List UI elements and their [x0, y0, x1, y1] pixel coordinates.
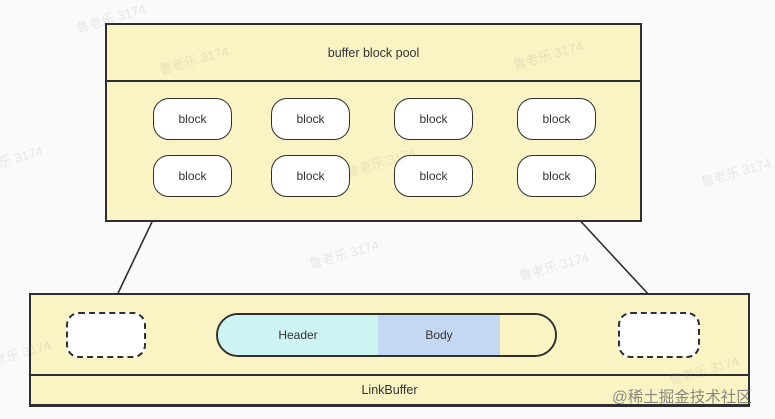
site-watermark: 鲁老乐 3174 [517, 249, 591, 284]
site-watermark: 鲁老乐 3174 [699, 155, 773, 190]
pill-body-segment: Body [378, 315, 500, 355]
pill-header-segment: Header [218, 315, 378, 355]
dashed-node-left [66, 312, 146, 358]
block-node: block [394, 155, 473, 197]
buffer-pill: Header Body [216, 313, 557, 357]
block-node: block [271, 98, 350, 140]
buffer-block-pool-box: buffer block pool block block block bloc… [105, 23, 642, 222]
block-node: block [517, 155, 596, 197]
block-node: block [153, 98, 232, 140]
linkbuffer-divider [31, 374, 748, 376]
pill-unused-segment [500, 315, 555, 355]
site-watermark: 鲁老乐 3174 [307, 237, 381, 272]
block-node: block [271, 155, 350, 197]
block-node: block [153, 155, 232, 197]
block-node: block [394, 98, 473, 140]
site-watermark: 鲁老乐 3174 [0, 143, 45, 178]
pool-title: buffer block pool [107, 25, 640, 82]
dashed-node-right [618, 312, 700, 358]
linkbuffer-label: LinkBuffer [361, 383, 418, 397]
block-node: block [517, 98, 596, 140]
